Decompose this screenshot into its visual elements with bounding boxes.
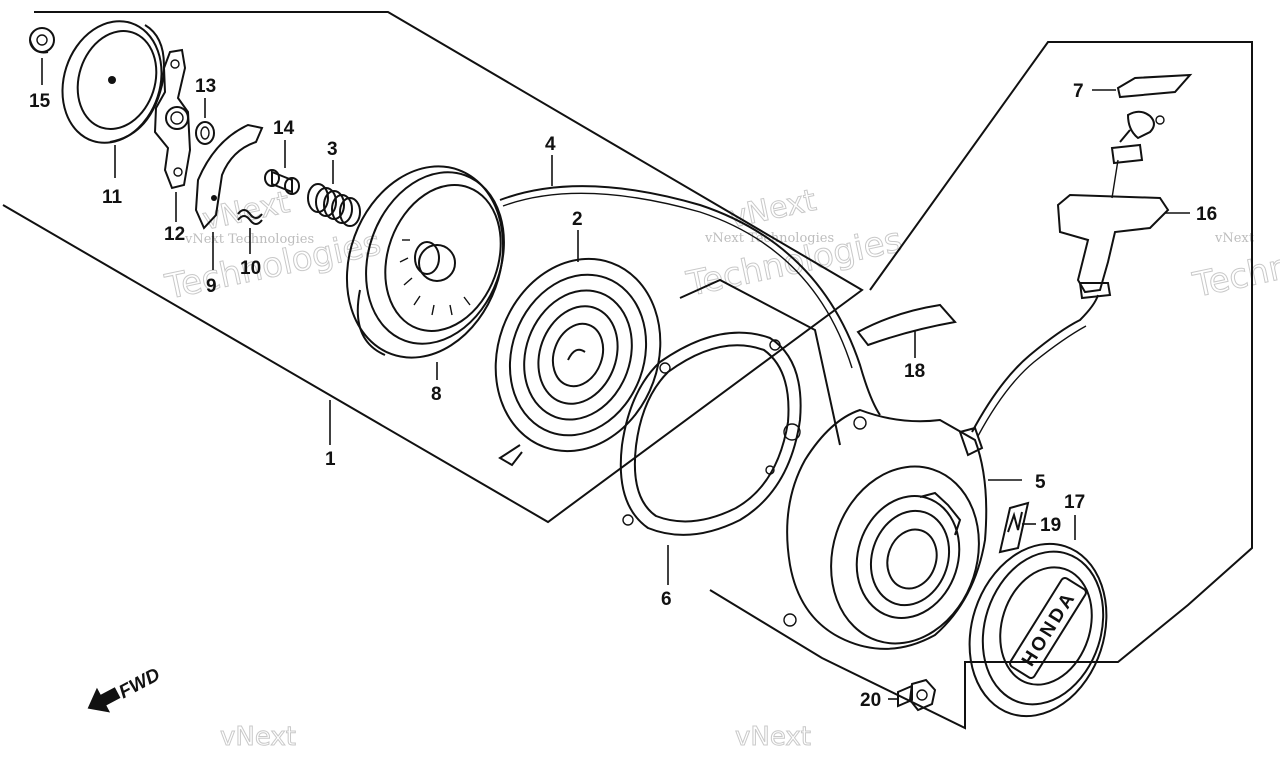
label-2: 2 <box>572 209 583 230</box>
label-10: 10 <box>240 258 261 279</box>
rope-to-handle <box>971 294 1099 433</box>
label-11: 11 <box>102 187 123 208</box>
reel-8 <box>345 165 505 359</box>
fwd-arrow: FWD <box>87 664 164 713</box>
watermark-text: vNext Technologies <box>184 232 314 247</box>
assembly-frame-1 <box>2 11 864 524</box>
washer-13 <box>195 121 215 145</box>
label-9: 9 <box>206 276 217 297</box>
label-13: 13 <box>195 76 216 97</box>
bolt-20 <box>897 678 937 712</box>
gasket-6 <box>619 331 802 536</box>
starter-rope-4 <box>499 185 881 416</box>
label-8: 8 <box>431 384 442 405</box>
ratchet-pawl-9 <box>194 123 264 230</box>
label-7: 7 <box>1073 81 1084 102</box>
gasket-frame <box>679 278 841 446</box>
collar-14 <box>264 169 300 195</box>
emblem-19 <box>998 501 1030 554</box>
cover-plate-11 <box>61 20 165 144</box>
starter-grip-16 <box>1056 110 1170 300</box>
label-1: 1 <box>325 449 336 470</box>
label-5: 5 <box>1035 472 1046 493</box>
label-17: 17 <box>1064 492 1085 513</box>
label-3: 3 <box>327 139 338 160</box>
honda-cover-17: HONDA <box>968 542 1108 718</box>
spring-10 <box>237 209 263 225</box>
label-16: 16 <box>1196 204 1217 225</box>
assembly-frame-5 <box>709 41 1253 730</box>
label-15: 15 <box>29 91 51 112</box>
label-18 <box>856 303 957 347</box>
starter-case-5 <box>783 408 988 650</box>
label-19: 19 <box>1040 515 1061 536</box>
caution-label-7 <box>1116 73 1193 99</box>
watermark-text: vNext <box>1214 231 1255 246</box>
label-12: 12 <box>164 224 185 245</box>
label-4: 4 <box>545 134 556 155</box>
watermark-text: vNext <box>220 722 296 752</box>
watermark-text: vNext <box>726 183 819 236</box>
watermark-text: vNext <box>735 722 811 752</box>
guide-plate-12 <box>153 48 192 190</box>
recoil-spring-2 <box>494 257 662 467</box>
friction-spring-3 <box>307 183 361 227</box>
label-18: 18 <box>904 361 925 382</box>
label-20: 20 <box>860 690 881 711</box>
label-6: 6 <box>661 589 672 610</box>
nut-15 <box>29 27 55 54</box>
fwd-label: FWD <box>116 664 164 703</box>
label-14: 14 <box>273 118 295 139</box>
